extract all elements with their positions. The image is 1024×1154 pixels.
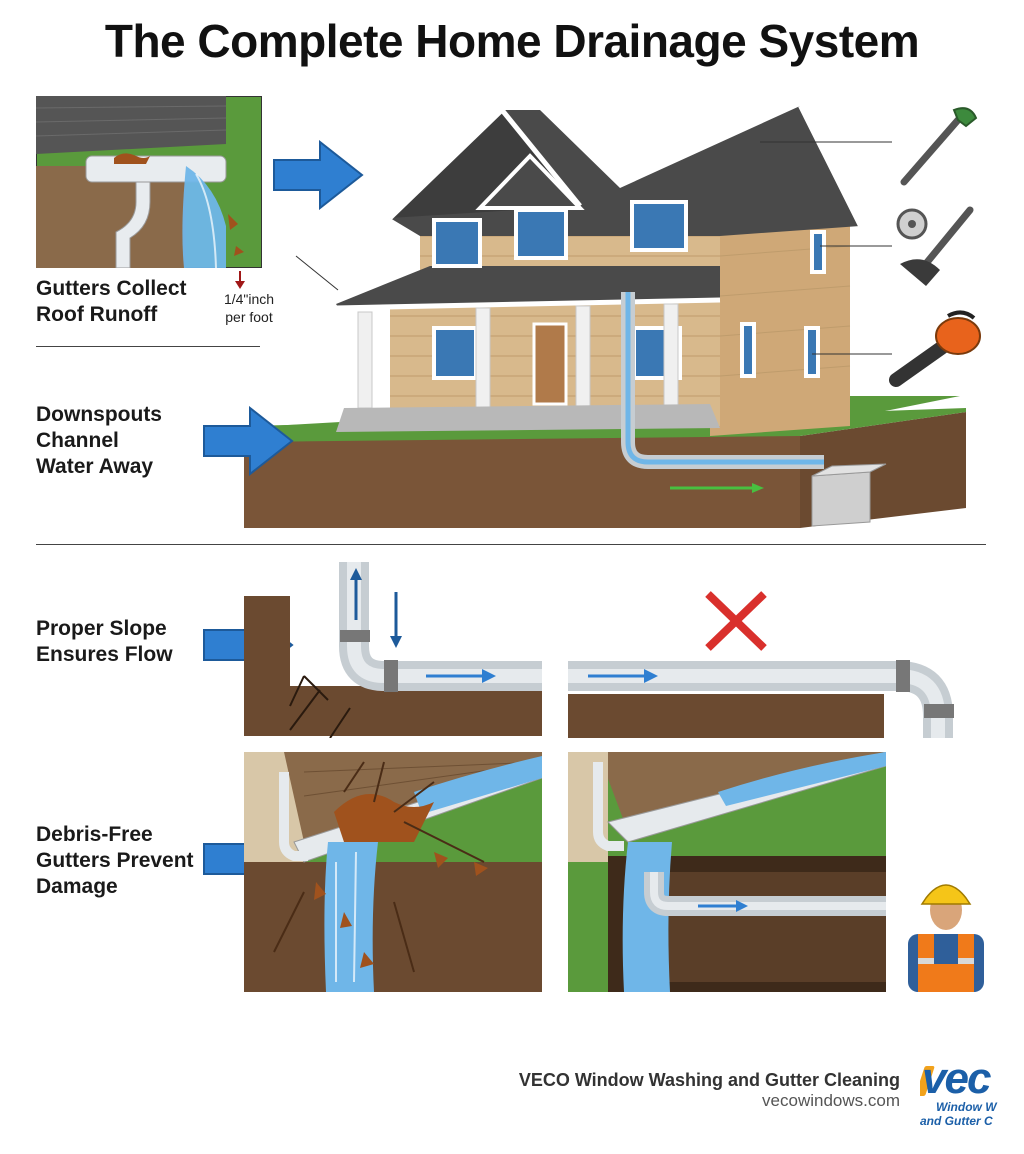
logo-line-1: Window W [936, 1100, 997, 1114]
worker-hardhat-icon [908, 884, 984, 992]
divider [36, 346, 260, 347]
flow-arrow-icon [273, 140, 364, 210]
house-illustration [244, 105, 966, 528]
pruning-pole-icon [900, 107, 978, 186]
gutter-scoop-tool-icon [896, 206, 974, 286]
veco-logo: vec Window W and Gutter C [920, 1060, 1004, 1130]
divider [36, 544, 986, 545]
label-proper-slope: Proper Slope Ensures Flow [36, 617, 173, 666]
brand-url[interactable]: vecowindows.com [762, 1091, 900, 1110]
brand-name: VECO Window Washing and Gutter Cleaning [518, 1070, 900, 1090]
slope-down-arrow-icon [235, 271, 245, 289]
red-x-icon [705, 591, 767, 651]
gutter-closeup-illustration [36, 96, 262, 268]
clean-gutter-illustration [568, 752, 886, 992]
correct-slope-pipe-illustration [244, 562, 542, 738]
label-debris-free: Debris-Free Gutters Prevent Damage [36, 823, 194, 898]
logo-line-2: and Gutter C [920, 1114, 993, 1128]
leaf-blower-icon [889, 310, 981, 387]
page-title: The Complete Home Drainage System [104, 15, 920, 67]
incorrect-slope-pipe-illustration [568, 660, 954, 738]
label-gutters-collect: Gutters Collect Roof Runoff [36, 277, 187, 326]
label-downspouts-channel: Downspouts Channel Water Away [36, 403, 162, 478]
logo-wordmark: vec [922, 1060, 991, 1103]
clogged-gutter-illustration [244, 752, 542, 992]
flow-arrow-icon [203, 406, 294, 476]
slope-note: 1/4"inch per foot [223, 291, 275, 325]
